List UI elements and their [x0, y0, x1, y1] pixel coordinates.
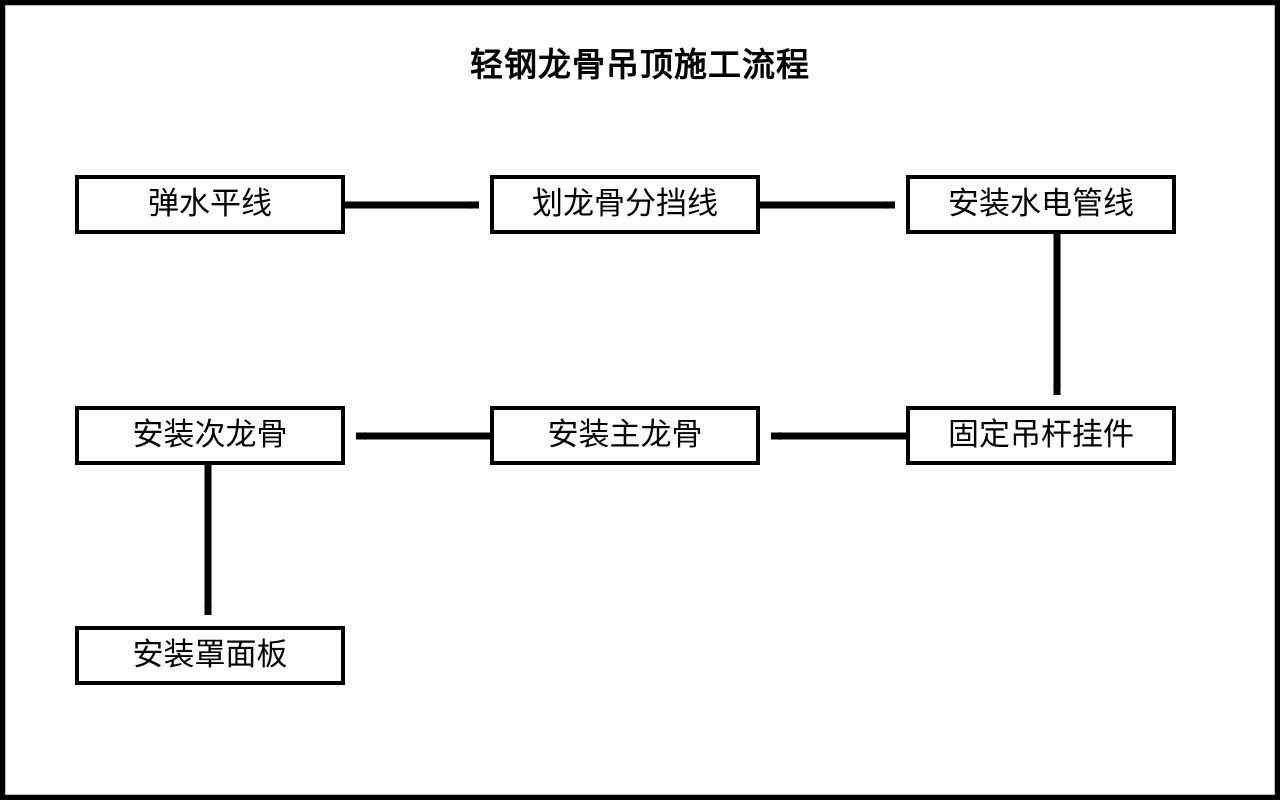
- node-label: 安装次龙骨: [132, 417, 288, 453]
- node-label: 安装主龙骨: [547, 417, 703, 453]
- node-an-zhuang-zhao-mian-ban[interactable]: 安装罩面板: [75, 626, 345, 685]
- node-gu-ding-diao-gan-gua-jian[interactable]: 固定吊杆挂件: [906, 406, 1176, 465]
- node-label: 安装水电管线: [948, 186, 1134, 222]
- node-label: 固定吊杆挂件: [948, 417, 1134, 453]
- node-label: 安装罩面板: [132, 637, 288, 673]
- node-an-zhuang-ci-long-gu[interactable]: 安装次龙骨: [75, 406, 345, 465]
- node-hua-long-gu-fen-dang-xian[interactable]: 划龙骨分挡线: [490, 175, 760, 234]
- node-dan-shui-ping-xian[interactable]: 弹水平线: [75, 175, 345, 234]
- node-label: 弹水平线: [148, 186, 272, 222]
- node-an-zhuang-zhu-long-gu[interactable]: 安装主龙骨: [490, 406, 760, 465]
- node-an-zhuang-shui-dian-guan-xian[interactable]: 安装水电管线: [906, 175, 1176, 234]
- node-label: 划龙骨分挡线: [532, 186, 718, 222]
- page-title: 轻钢龙骨吊顶施工流程: [470, 45, 810, 84]
